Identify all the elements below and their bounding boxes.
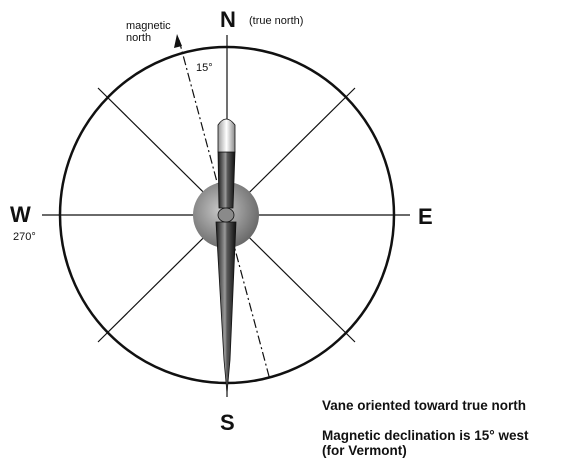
vane-cap — [218, 119, 235, 152]
declination-caption-line2: (for Vermont) — [322, 443, 528, 458]
vane-body — [218, 152, 235, 208]
vane-orientation-caption: Vane oriented toward true north — [322, 398, 526, 413]
true-north-note: (true north) — [249, 15, 303, 27]
south-label: S — [220, 410, 235, 435]
declination-angle-label: 15° — [196, 62, 213, 74]
magnetic-north-label-2: north — [126, 32, 151, 44]
magnetic-north-label-1: magnetic — [126, 20, 171, 32]
west-degrees-label: 270° — [13, 231, 36, 243]
west-label: W — [10, 202, 31, 227]
north-label: N — [220, 7, 236, 32]
vane-tail — [216, 222, 236, 393]
vane-pivot — [218, 208, 234, 222]
declination-caption: Magnetic declination is 15° west (for Ve… — [322, 428, 528, 458]
declination-caption-line1: Magnetic declination is 15° west — [322, 428, 528, 443]
magnetic-north-arrowhead — [174, 34, 182, 48]
east-label: E — [418, 204, 433, 229]
